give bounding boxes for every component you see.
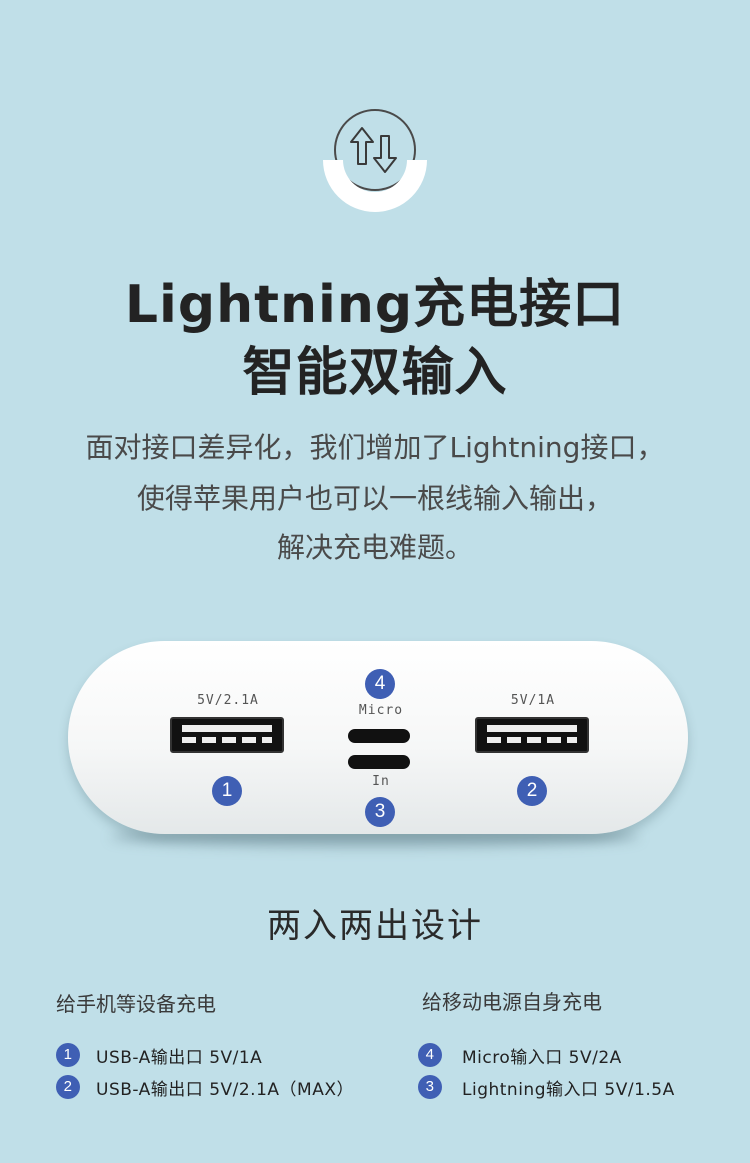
usb-port-left <box>170 717 284 753</box>
badge-usb-right: 2 <box>517 776 547 806</box>
left-column-heading: 给手机等设备充电 <box>56 992 216 1016</box>
page-title: Lightning充电接口 <box>124 275 626 335</box>
description-line: 面对接口差异化，我们增加了Lightning接口， <box>85 431 665 464</box>
item-number: 4 <box>418 1043 442 1067</box>
description-line: 解决充电难题。 <box>276 531 473 564</box>
in-label: In <box>372 774 390 789</box>
page-title-line2: 智能双输入 <box>242 343 508 403</box>
badge-lightning: 3 <box>365 797 395 827</box>
item-text: USB-A输出口 5V/2.1A（MAX） <box>96 1079 354 1100</box>
item-number: 1 <box>56 1043 80 1067</box>
item-number: 2 <box>56 1075 80 1099</box>
item-number: 3 <box>418 1075 442 1099</box>
power-bank-device: 5V/2.1A 1 4 Micro In 3 5V/1A 2 <box>68 641 688 834</box>
usb-port-right <box>475 717 589 753</box>
lightning-port <box>348 755 410 769</box>
badge-usb-left: 1 <box>212 776 242 806</box>
section-subtitle: 两入两出设计 <box>267 906 483 946</box>
micro-label: Micro <box>358 703 404 718</box>
list-item: 4 Micro输入口 5V/2A <box>418 1043 748 1068</box>
port-label-right: 5V/1A <box>510 693 556 708</box>
item-text: USB-A输出口 5V/1A <box>96 1047 263 1068</box>
list-item: 1 USB-A输出口 5V/1A <box>56 1043 376 1068</box>
description-line: 使得苹果用户也可以一根线输入输出， <box>136 482 613 515</box>
left-column: 给手机等设备充电 1 USB-A输出口 5V/1A 2 USB-A输出口 5V/… <box>56 988 376 1100</box>
item-text: Micro输入口 5V/2A <box>462 1047 622 1068</box>
list-item: 2 USB-A输出口 5V/2.1A（MAX） <box>56 1075 376 1100</box>
port-label-left: 5V/2.1A <box>197 693 259 708</box>
micro-port <box>348 729 410 743</box>
right-column-heading: 给移动电源自身充电 <box>422 990 602 1014</box>
badge-micro: 4 <box>365 669 395 699</box>
item-text: Lightning输入口 5V/1.5A <box>462 1079 675 1100</box>
list-item: 3 Lightning输入口 5V/1.5A <box>418 1075 748 1100</box>
bidirectional-arrows-icon <box>320 108 430 218</box>
right-column: 给移动电源自身充电 4 Micro输入口 5V/2A 3 Lightning输入… <box>418 986 748 1100</box>
